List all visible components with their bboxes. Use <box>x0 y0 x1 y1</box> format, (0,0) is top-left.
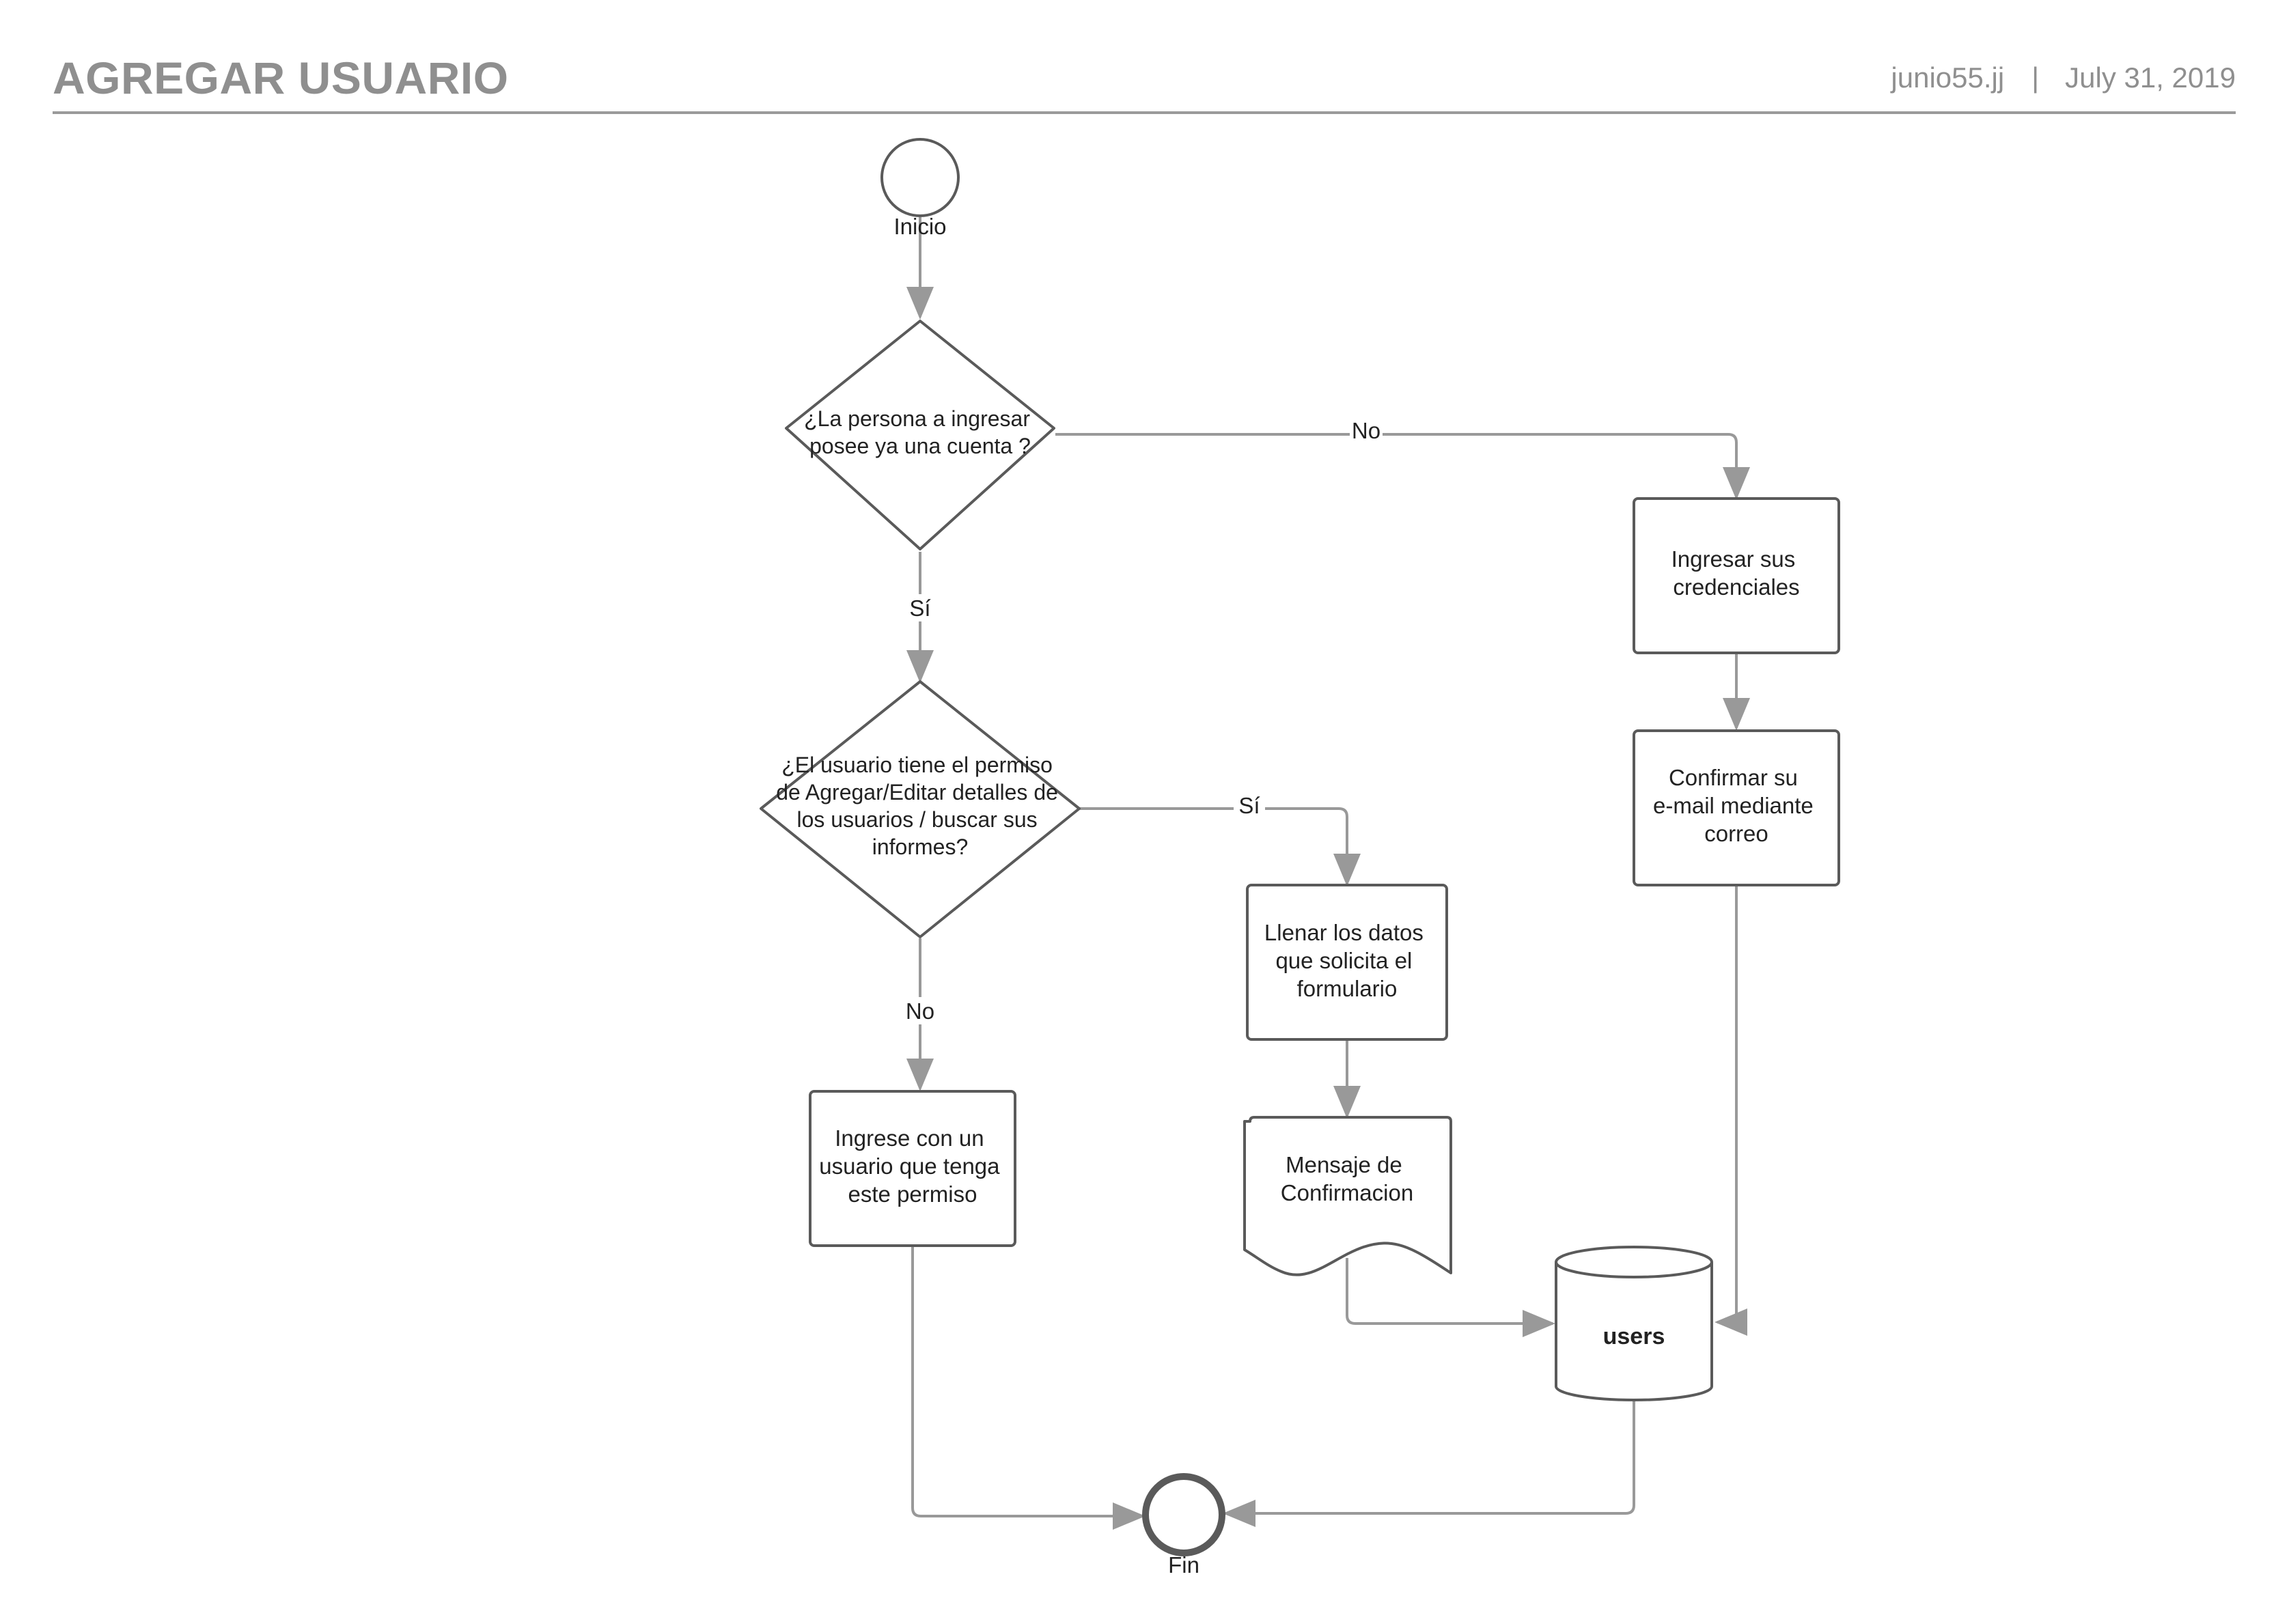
document-confirmation-message-line-2: Confirmacion <box>1281 1180 1413 1205</box>
process-confirm-email <box>1633 729 1840 886</box>
end-label: Fin <box>1168 1552 1199 1578</box>
process-fill-form <box>1246 884 1448 1041</box>
header-divider <box>53 111 2236 114</box>
database-users-body <box>1555 1262 1713 1401</box>
document-confirmation-message-line-1: Mensaje de <box>1286 1152 1402 1177</box>
document-confirmation-message-text: Mensaje de Confirmacion <box>1281 1152 1413 1205</box>
decision-has-permission <box>760 680 1081 938</box>
process-login-with-permission-line-2: usuario que tenga <box>819 1153 1000 1179</box>
process-fill-form-line-3: formulario <box>1297 976 1398 1001</box>
connector-login-to-end <box>911 1247 1146 1530</box>
process-login-with-permission-line-3: este permiso <box>848 1181 977 1207</box>
database-users-label: users <box>1603 1324 1665 1349</box>
page-header: AGREGAR USUARIO junio55.jj | July 31, 2019 <box>53 48 2236 113</box>
process-login-with-permission-line-1: Ingrese con un <box>835 1125 984 1151</box>
process-fill-form-line-1: Llenar los datos <box>1264 920 1424 945</box>
process-enter-credentials <box>1633 497 1840 654</box>
edge-label-d1-no-bg <box>1350 417 1383 444</box>
connector-confirm-to-users <box>1715 886 1747 1336</box>
process-enter-credentials-line-2: credenciales <box>1673 574 1799 600</box>
decision-has-account-line-2: posee ya una cuenta ? <box>809 434 1031 458</box>
document-date: July 31, 2019 <box>2065 61 2236 94</box>
start-label: Inicio <box>893 214 946 239</box>
decision-has-account-text: ¿La persona a ingresar posee ya una cuen… <box>804 406 1036 458</box>
edge-label-d2-yes: Sí <box>1238 793 1260 818</box>
process-confirm-email-text: Confirmar su e-mail mediante correo <box>1653 765 1820 846</box>
connector-users-to-end <box>1223 1400 1635 1527</box>
process-confirm-email-line-3: correo <box>1704 821 1768 846</box>
process-login-with-permission <box>809 1090 1016 1247</box>
decision-has-permission-line-3: los usuarios / buscar sus <box>796 807 1037 832</box>
start-node <box>880 138 960 217</box>
process-login-with-permission-text: Ingrese con un usuario que tenga este pe… <box>819 1125 1005 1207</box>
decision-has-permission-text: ¿El usuario tiene el permiso de Agregar/… <box>776 753 1064 859</box>
edge-label-d2-yes-bg <box>1234 792 1265 818</box>
database-users <box>1555 1246 1713 1401</box>
process-enter-credentials-text: Ingresar sus credenciales <box>1671 546 1802 600</box>
page-title: AGREGAR USUARIO <box>53 53 509 103</box>
process-fill-form-text: Llenar los datos que solicita el formula… <box>1264 920 1430 1001</box>
process-confirm-email-line-2: e-mail mediante <box>1653 793 1814 818</box>
author-name: junio55.jj <box>1891 61 2005 94</box>
edge-label-d1-yes-bg <box>904 594 936 621</box>
document-confirmation-message <box>1243 1116 1452 1276</box>
decision-has-permission-line-4: informes? <box>872 835 969 859</box>
decision-has-permission-line-2: de Agregar/Editar detalles de <box>776 780 1058 804</box>
database-users-top <box>1555 1246 1713 1278</box>
edge-label-d1-yes: Sí <box>909 596 930 621</box>
header-meta: junio55.jj | July 31, 2019 <box>1891 61 2236 94</box>
decision-has-permission-line-1: ¿El usuario tiene el permiso <box>781 753 1053 777</box>
process-fill-form-line-2: que solicita el <box>1275 948 1412 973</box>
end-node <box>1142 1473 1225 1556</box>
connector-decision1-no <box>1055 433 1750 500</box>
edge-label-d2-no: No <box>906 998 934 1024</box>
meta-separator: | <box>2031 61 2040 94</box>
process-enter-credentials-line-1: Ingresar sus <box>1671 546 1796 572</box>
connector-decision2-yes <box>1079 807 1361 886</box>
process-confirm-email-line-1: Confirmar su <box>1669 765 1798 790</box>
connector-message-to-users <box>1346 1258 1555 1337</box>
decision-has-account <box>785 320 1055 550</box>
edge-labels: No Sí Sí No <box>903 417 1383 1024</box>
decision-has-account-line-1: ¿La persona a ingresar <box>804 406 1030 431</box>
edge-label-d2-no-bg <box>903 997 937 1024</box>
edge-label-d1-no: No <box>1352 418 1380 443</box>
